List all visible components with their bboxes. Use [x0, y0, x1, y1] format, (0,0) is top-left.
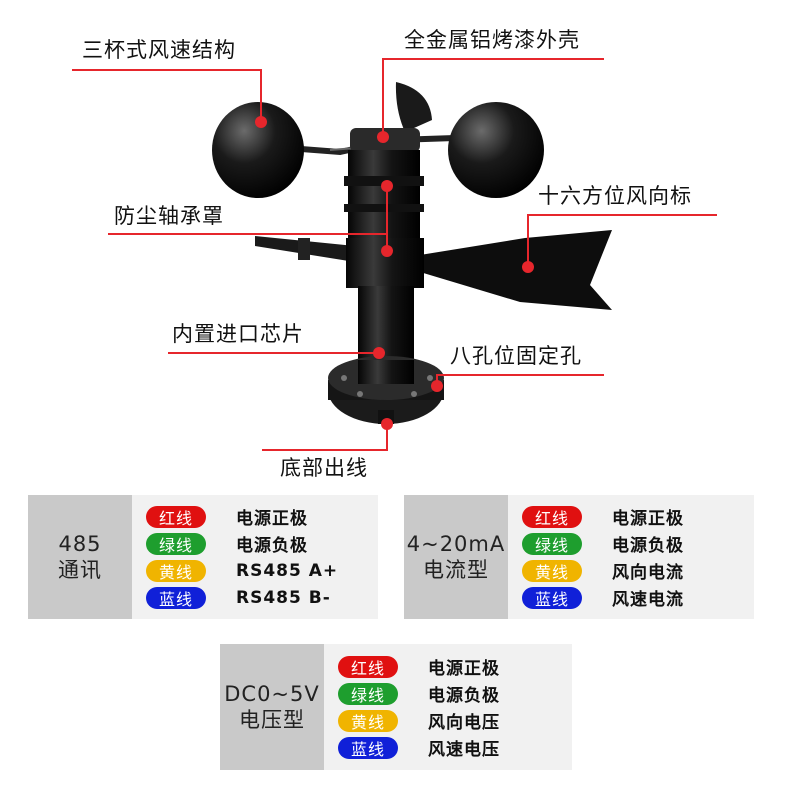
wire-pill-yellow: 黄线 [338, 709, 398, 732]
wire-row-yellow: 黄线 RS485 A+ [146, 557, 338, 584]
wire-pill-blue: 蓝线 [338, 736, 398, 759]
callout-bearing-dot-bottom [381, 245, 393, 257]
wiring-type-label: 485 通讯 [28, 495, 132, 619]
callout-holes-line [436, 374, 604, 376]
wire-pill-red: 红线 [146, 505, 206, 528]
wire-pill-blue: 蓝线 [146, 586, 206, 609]
wire-pill-blue: 蓝线 [522, 586, 582, 609]
wire-pill-green: 绿线 [146, 532, 206, 555]
wire-row-blue: 蓝线 RS485 B- [146, 584, 338, 611]
callout-chip-dot [373, 347, 385, 359]
wire-desc: 电源负极 [612, 536, 684, 556]
wire-desc: 风速电压 [428, 740, 500, 760]
type-line-2: 电流型 [423, 558, 489, 582]
wind-vane [420, 230, 612, 310]
wiring-rows: 红线 电源正极 绿线 电源负极 黄线 风向电压 蓝线 风速电压 [324, 644, 500, 770]
wiring-table-485: 485 通讯 红线 电源正极 绿线 电源负极 黄线 RS485 A+ 蓝线 RS485 … [28, 495, 378, 619]
wire-pill-green: 绿线 [338, 682, 398, 705]
wire-desc: 电源正极 [428, 659, 500, 679]
type-line-2: 电压型 [239, 708, 305, 732]
wire-row-green: 绿线 电源负极 [338, 680, 500, 707]
callout-holes-dot [431, 380, 443, 392]
wire-desc: RS485 B- [236, 587, 331, 608]
back-cup [395, 82, 432, 132]
wire-pill-yellow: 黄线 [522, 559, 582, 582]
wire-desc: 风向电压 [428, 713, 500, 733]
wire-row-yellow: 黄线 风向电流 [522, 557, 684, 584]
wiring-table-current: 4~20mA 电流型 红线 电源正极 绿线 电源负极 黄线 风向电流 蓝线 风速电流 [404, 495, 754, 619]
wire-pill-green: 绿线 [522, 532, 582, 555]
wire-row-green: 绿线 电源负极 [522, 530, 684, 557]
wiring-table-voltage: DC0~5V 电压型 红线 电源正极 绿线 电源负极 黄线 风向电压 蓝线 风速电压 [220, 644, 572, 770]
wire-pill-red: 红线 [522, 505, 582, 528]
callout-chip-line [168, 352, 380, 354]
callout-shell-line [382, 58, 604, 60]
wire-row-red: 红线 电源正极 [338, 653, 500, 680]
wire-pill-yellow: 黄线 [146, 559, 206, 582]
callout-shell-dot [377, 131, 389, 143]
callout-vane-line [527, 214, 717, 216]
wire-desc: 电源正极 [236, 509, 308, 529]
wire-desc: 电源正极 [612, 509, 684, 529]
anemometer-illustration [212, 82, 612, 424]
callout-vane-dot [522, 261, 534, 273]
callout-bottom: 底部出线 [280, 456, 368, 480]
wire-row-blue: 蓝线 风速电压 [338, 734, 500, 761]
wiring-type-label: DC0~5V 电压型 [220, 644, 324, 770]
wire-desc: 电源负极 [428, 686, 500, 706]
wiring-type-label: 4~20mA 电流型 [404, 495, 508, 619]
type-line-2: 通讯 [58, 558, 102, 582]
wire-desc: 风向电流 [612, 563, 684, 583]
wiring-rows: 红线 电源正极 绿线 电源负极 黄线 风向电流 蓝线 风速电流 [508, 495, 684, 619]
upper-body [348, 150, 420, 238]
type-line-1: 4~20mA [406, 531, 506, 556]
callout-shell: 全金属铝烤漆外壳 [404, 28, 580, 52]
left-cup [212, 102, 304, 198]
callout-vane: 十六方位风向标 [538, 184, 692, 208]
callout-cups-dot [255, 116, 267, 128]
type-line-1: DC0~5V [224, 681, 320, 706]
callout-bearing-line [108, 233, 388, 235]
wire-row-red: 红线 电源正极 [146, 503, 338, 530]
callout-bottom-line [262, 449, 388, 451]
wire-desc: 风速电流 [612, 590, 684, 610]
wire-desc: 电源负极 [236, 536, 308, 556]
wire-row-red: 红线 电源正极 [522, 503, 684, 530]
wiring-rows: 红线 电源正极 绿线 电源负极 黄线 RS485 A+ 蓝线 RS485 B- [132, 495, 338, 619]
callout-holes: 八孔位固定孔 [450, 344, 582, 368]
wire-row-blue: 蓝线 风速电流 [522, 584, 684, 611]
callout-chip: 内置进口芯片 [172, 322, 304, 346]
callout-cups: 三杯式风速结构 [82, 38, 236, 62]
wire-pill-red: 红线 [338, 655, 398, 678]
callout-bearing: 防尘轴承罩 [114, 204, 224, 228]
callout-bearing-dot-top [381, 180, 393, 192]
wire-desc: RS485 A+ [236, 560, 339, 581]
right-cup [448, 102, 544, 198]
wire-row-yellow: 黄线 风向电压 [338, 707, 500, 734]
type-line-1: 485 [58, 531, 102, 556]
product-diagram: 三杯式风速结构 全金属铝烤漆外壳 防尘轴承罩 十六方位风向标 内置进口芯片 八孔… [72, 28, 717, 480]
callout-cups-line [72, 69, 262, 71]
wire-row-green: 绿线 电源负极 [146, 530, 338, 557]
